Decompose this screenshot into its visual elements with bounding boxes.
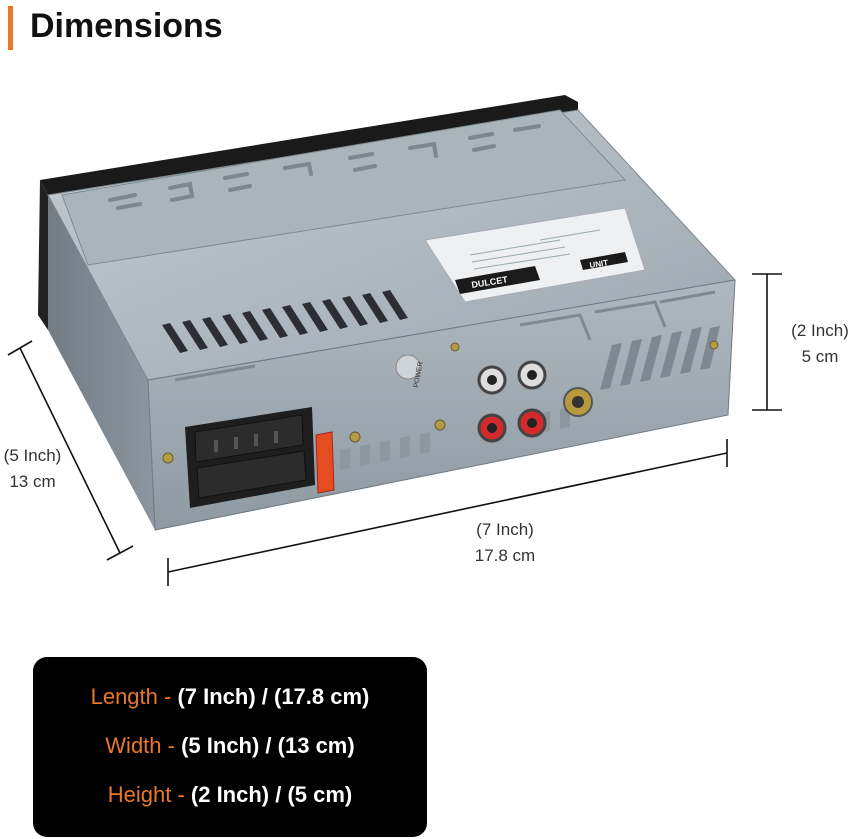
faceplate-left-edge: [38, 180, 48, 330]
height-cm: 5 cm: [801, 347, 839, 366]
length-cm: 17.8 cm: [474, 546, 536, 565]
stamped-lettering: [108, 124, 541, 210]
power-sticker: POWER: [395, 354, 425, 388]
heatsink-fins: [600, 326, 720, 390]
height-spec: Height - (2 Inch) / (5 cm): [33, 780, 427, 810]
fuse: [315, 431, 335, 494]
length-spec: Length - (7 Inch) / (17.8 cm): [33, 682, 427, 712]
chassis-left-side: [40, 180, 155, 530]
height-inch: (2 Inch): [791, 321, 849, 340]
width-spec-key: Width -: [105, 733, 182, 758]
spec-sticker: DULCET UNIT: [424, 207, 646, 303]
iso-connector: [185, 407, 315, 508]
width-spec: Width - (5 Inch) / (13 cm): [33, 731, 427, 761]
screws: [162, 340, 719, 464]
rear-ridges: [174, 290, 716, 382]
length-spec-value: (7 Inch) / (17.8 cm): [177, 684, 370, 709]
faceplate-edge: [40, 95, 578, 195]
top-vents: [162, 290, 408, 353]
unit-label: UNIT: [589, 258, 609, 270]
length-inch: (7 Inch): [476, 520, 534, 539]
length-spec-key: Length -: [90, 684, 178, 709]
height-spec-key: Height -: [107, 782, 191, 807]
height-spec-value: (2 Inch) / (5 cm): [190, 782, 353, 807]
dimension-summary-box: Length - (7 Inch) / (17.8 cm) Width - (5…: [33, 657, 427, 837]
width-dimension-label: (5 Inch) 13 cm: [0, 443, 70, 495]
bottom-teeth: [340, 407, 570, 470]
antenna-port: [563, 387, 593, 417]
car-stereo-illustration: DULCET UNIT: [38, 95, 736, 531]
page-title: Dimensions: [30, 7, 223, 45]
width-cm: 13 cm: [9, 472, 56, 491]
length-dimension-label: (7 Inch) 17.8 cm: [460, 517, 550, 569]
width-inch: (5 Inch): [3, 446, 62, 465]
title-accent-bar: [8, 6, 13, 50]
width-spec-value: (5 Inch) / (13 cm): [181, 733, 355, 758]
rca-jacks: [477, 360, 547, 443]
length-line: [167, 452, 728, 573]
height-dimension-label: (2 Inch) 5 cm: [775, 318, 850, 370]
width-line: [19, 347, 121, 554]
svg-text:POWER: POWER: [413, 361, 424, 388]
